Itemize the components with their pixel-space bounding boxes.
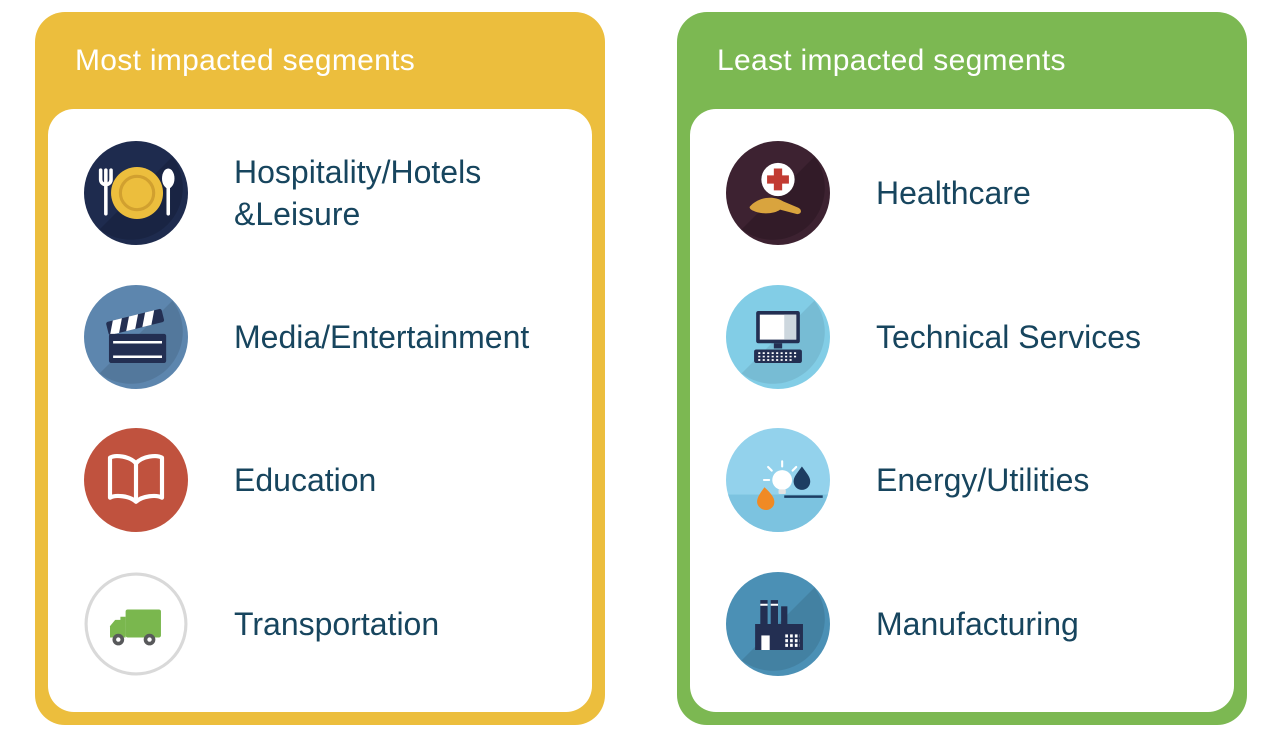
card-title: Most impacted segments <box>75 43 416 77</box>
segment-row: Manufacturing <box>726 571 1212 676</box>
dining-icon <box>84 141 188 245</box>
segment-label: Technical Services <box>876 318 1141 355</box>
factory-icon <box>726 571 830 676</box>
least-impacted-list: Healthcare Technical Services <box>690 109 1234 712</box>
segment-row: Energy/Utilities <box>726 428 1212 533</box>
segment-row: Transportation <box>84 572 570 676</box>
energy-icon <box>726 428 830 533</box>
segment-label: Transportation <box>234 605 440 642</box>
open-book-icon <box>84 428 188 533</box>
segment-row: Education <box>84 428 570 533</box>
clapperboard-icon <box>84 284 188 389</box>
card-title: Least impacted segments <box>717 43 1066 77</box>
least-impacted-card: Least impacted segments Healthcare <box>677 12 1247 725</box>
segment-row: Technical Services <box>726 284 1212 389</box>
truck-icon <box>84 572 188 676</box>
segment-label: Healthcare <box>876 174 1031 211</box>
segment-row: Hospitality/Hotels &Leisure <box>84 141 570 245</box>
segment-label: Manufacturing <box>876 605 1079 642</box>
segment-label: Hospitality/Hotels &Leisure <box>234 153 482 232</box>
least-impacted-header: Least impacted segments <box>677 12 1247 109</box>
most-impacted-list: Hospitality/Hotels &Leisure <box>48 109 592 712</box>
computer-icon <box>726 284 830 389</box>
segment-row: Media/Entertainment <box>84 284 570 389</box>
most-impacted-card: Most impacted segments <box>35 12 605 725</box>
segment-row: Healthcare <box>726 141 1212 245</box>
medical-cross-hand-icon <box>726 141 830 245</box>
segment-label: Education <box>234 462 377 499</box>
segment-label: Energy/Utilities <box>876 462 1090 499</box>
most-impacted-header: Most impacted segments <box>35 12 605 109</box>
segment-label: Media/Entertainment <box>234 318 530 355</box>
